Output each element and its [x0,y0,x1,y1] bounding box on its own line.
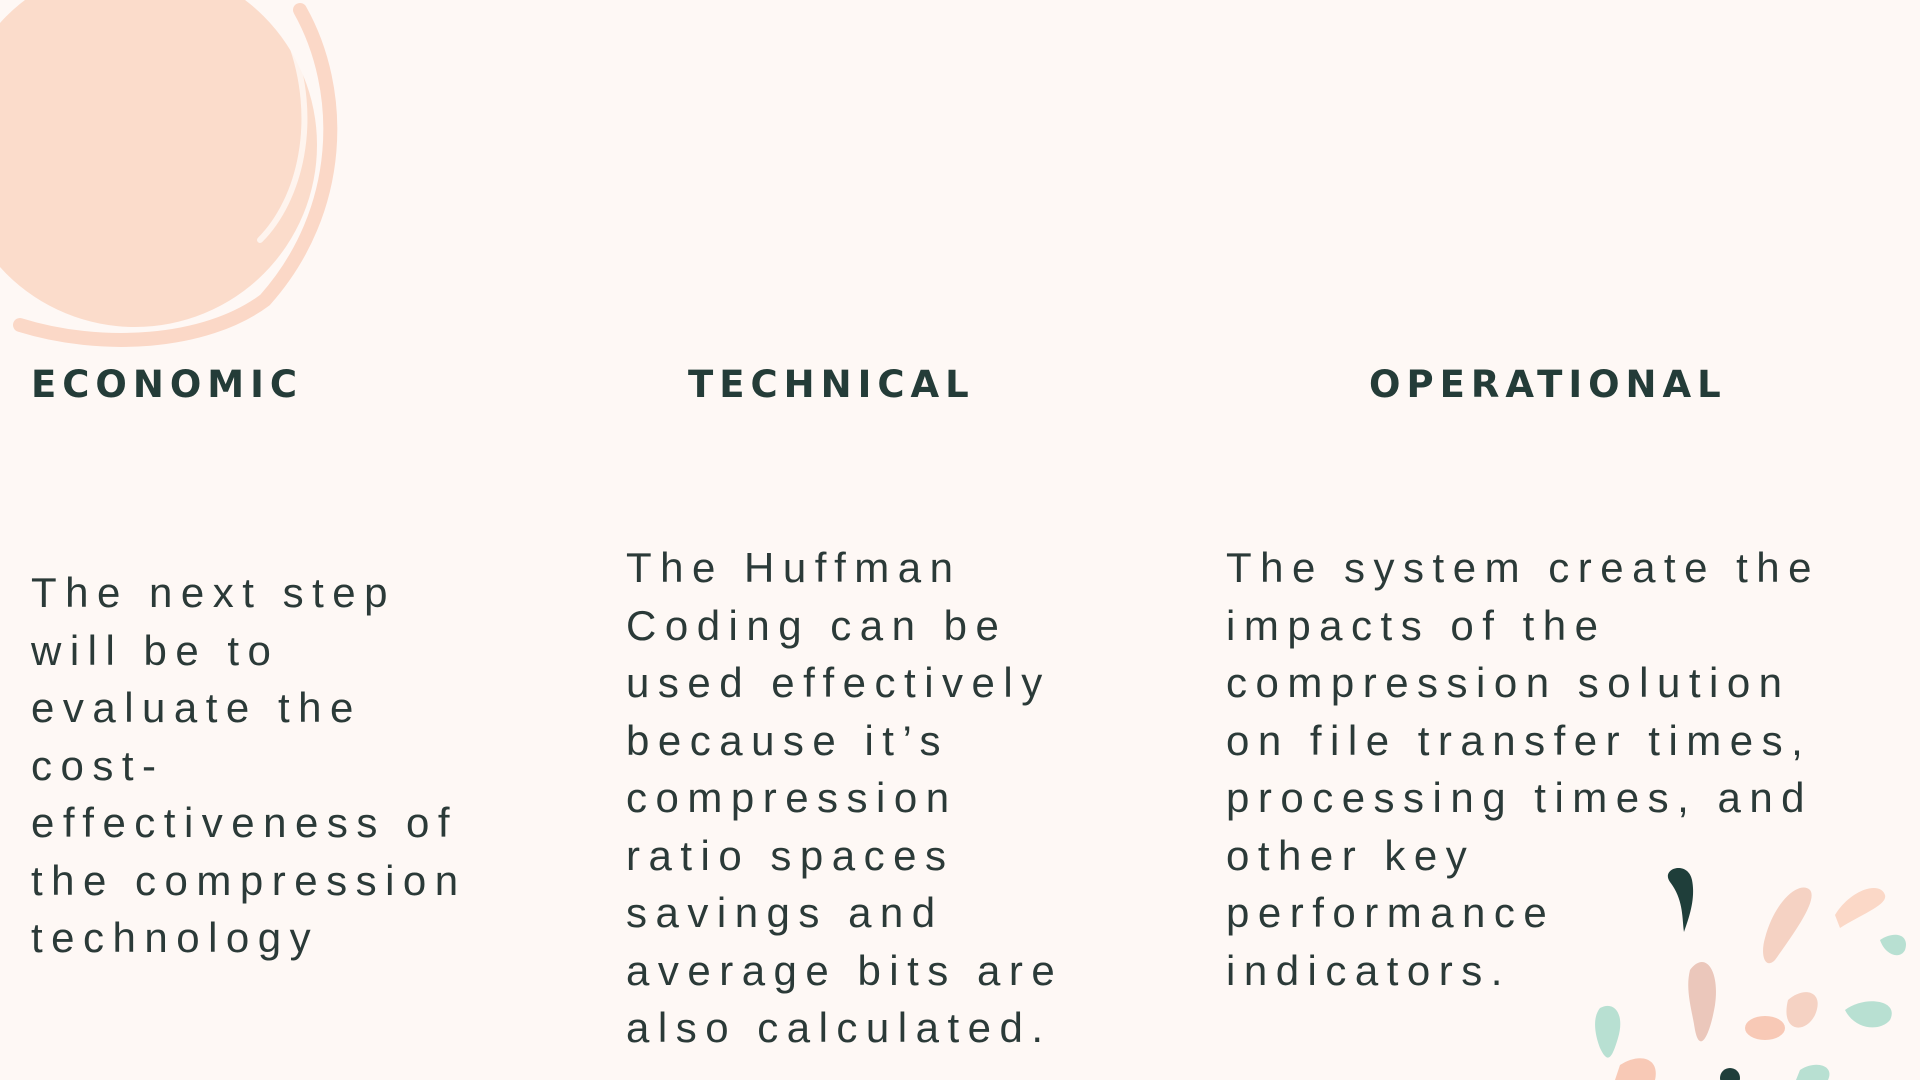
operational-heading: OPERATIONAL [1369,363,1727,406]
operational-description: The system create the impacts of the com… [1226,544,1821,994]
economic-heading: ECONOMIC [31,363,304,406]
peach-brush-circle-decoration [0,0,338,347]
economic-description: The next step will be to evaluate the co… [31,569,467,961]
technical-description: The Huffman Coding can be used effective… [626,544,1064,1051]
confetti-shapes-decoration [1595,867,1906,1080]
technical-heading: TECHNICAL [688,363,975,406]
